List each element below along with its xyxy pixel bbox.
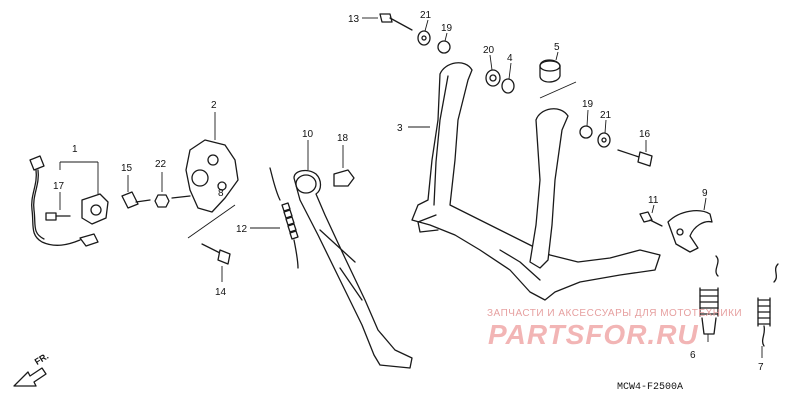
- callout-14: 14: [215, 287, 227, 298]
- bolt-15: [121, 191, 151, 209]
- bracket-2: [185, 139, 239, 213]
- callout-7: 7: [758, 362, 764, 373]
- washer-20: [485, 69, 501, 87]
- callout-6: 6: [690, 350, 696, 361]
- collar-19-right: [579, 125, 593, 139]
- side-stand: [293, 169, 413, 369]
- washer-21-right: [597, 132, 611, 148]
- callout-12: 12: [236, 224, 248, 235]
- callout-19-right: 19: [582, 99, 594, 110]
- callout-22: 22: [155, 159, 167, 170]
- bolt-11: [639, 211, 663, 227]
- main-stand: [411, 62, 661, 301]
- callout-18: 18: [337, 133, 349, 144]
- spring-12: [269, 167, 299, 269]
- front-arrow-icon: [13, 367, 47, 387]
- bolt-13: [379, 13, 413, 31]
- washer-21-top: [417, 30, 431, 46]
- callout-21-top: 21: [420, 10, 432, 21]
- side-stand-switch: [29, 155, 109, 247]
- callout-15: 15: [121, 163, 133, 174]
- collar-19-top: [437, 40, 451, 54]
- callout-8: 8: [218, 188, 224, 199]
- plate-9: [667, 210, 713, 253]
- nut-22: [154, 194, 170, 208]
- part-18: [333, 169, 355, 187]
- callout-5: 5: [554, 42, 560, 53]
- spring-6: [699, 255, 719, 335]
- bolt-16: [617, 149, 653, 167]
- bushing-5: [539, 59, 561, 83]
- callout-21-right: 21: [600, 110, 612, 121]
- diagram-code: MCW4-F2500A: [617, 382, 684, 393]
- callout-20: 20: [483, 45, 495, 56]
- callout-9: 9: [702, 188, 708, 199]
- callout-19-top: 19: [441, 23, 453, 34]
- spring-7: [757, 263, 779, 347]
- callout-2: 2: [211, 100, 217, 111]
- bolt-17: [45, 212, 71, 221]
- callout-3: 3: [397, 123, 403, 134]
- washer-4: [501, 78, 515, 94]
- callout-13: 13: [348, 14, 360, 25]
- callout-16: 16: [639, 129, 651, 140]
- callout-1: 1: [72, 144, 78, 155]
- callout-11: 11: [648, 195, 659, 206]
- callout-17: 17: [53, 181, 65, 192]
- watermark-tagline: ЗАПЧАСТИ И АКСЕССУАРЫ ДЛЯ МОТОТЕХНИКИ: [487, 308, 743, 319]
- bolt-14: [201, 243, 231, 265]
- watermark-logo: PARTSFOR.RU: [488, 319, 699, 350]
- callout-4: 4: [507, 53, 513, 64]
- callout-10: 10: [302, 129, 314, 140]
